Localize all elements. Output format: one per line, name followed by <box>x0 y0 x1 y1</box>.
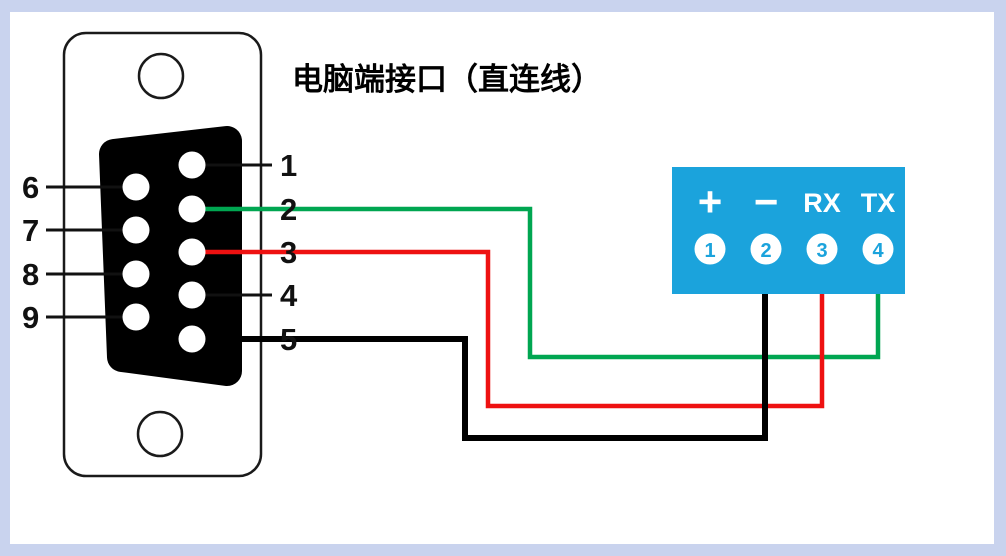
db9-connector <box>46 31 272 478</box>
terminal-block: + − RX TX 1 2 3 4 <box>672 167 905 294</box>
green-wire <box>192 206 881 360</box>
terminal-circle-3 <box>806 233 838 265</box>
diagram-title: 电脑端接口（直连线） <box>292 62 602 97</box>
db9-pin-4 <box>178 281 206 309</box>
pin-label-9: 9 <box>22 300 39 335</box>
db9-pin-5 <box>178 325 206 353</box>
mounting-hole-top <box>137 52 185 100</box>
black-wire <box>192 294 768 441</box>
pin-label-6: 6 <box>22 170 39 205</box>
terminal-number-1: 1 <box>704 240 715 262</box>
pin-label-7: 7 <box>22 213 39 248</box>
terminal-block-body <box>672 167 905 294</box>
red-wire <box>192 249 825 409</box>
db9-pin-7 <box>122 216 150 244</box>
pin-label-3: 3 <box>280 235 297 270</box>
terminal-label-tx: TX <box>861 188 896 218</box>
pin-label-4: 4 <box>280 278 298 313</box>
db9-pins <box>122 151 206 353</box>
terminal-number-2: 2 <box>760 240 771 262</box>
pin-label-1: 1 <box>280 148 297 183</box>
terminal-circle-4 <box>862 233 894 265</box>
terminal-number-4: 4 <box>872 240 884 262</box>
db9-pin-6 <box>122 173 150 201</box>
terminal-number-3: 3 <box>816 240 827 262</box>
db9-pin-labels: 1 2 3 4 5 6 7 8 9 <box>22 148 298 357</box>
db9-pin-8 <box>122 260 150 288</box>
db9-pin-3 <box>178 238 206 266</box>
terminal-label-rx: RX <box>803 188 841 218</box>
db9-pin-2 <box>178 195 206 223</box>
mounting-hole-bottom <box>136 410 184 458</box>
pin-label-8: 8 <box>22 257 39 292</box>
terminal-label-minus: − <box>754 178 779 225</box>
db9-pin-9 <box>122 303 150 331</box>
pin-label-5: 5 <box>280 322 297 357</box>
terminal-circle-1 <box>694 233 726 265</box>
terminal-label-plus: + <box>698 178 723 225</box>
terminal-circle-2 <box>750 233 782 265</box>
pin-label-2: 2 <box>280 192 297 227</box>
db9-pin-1 <box>178 151 206 179</box>
